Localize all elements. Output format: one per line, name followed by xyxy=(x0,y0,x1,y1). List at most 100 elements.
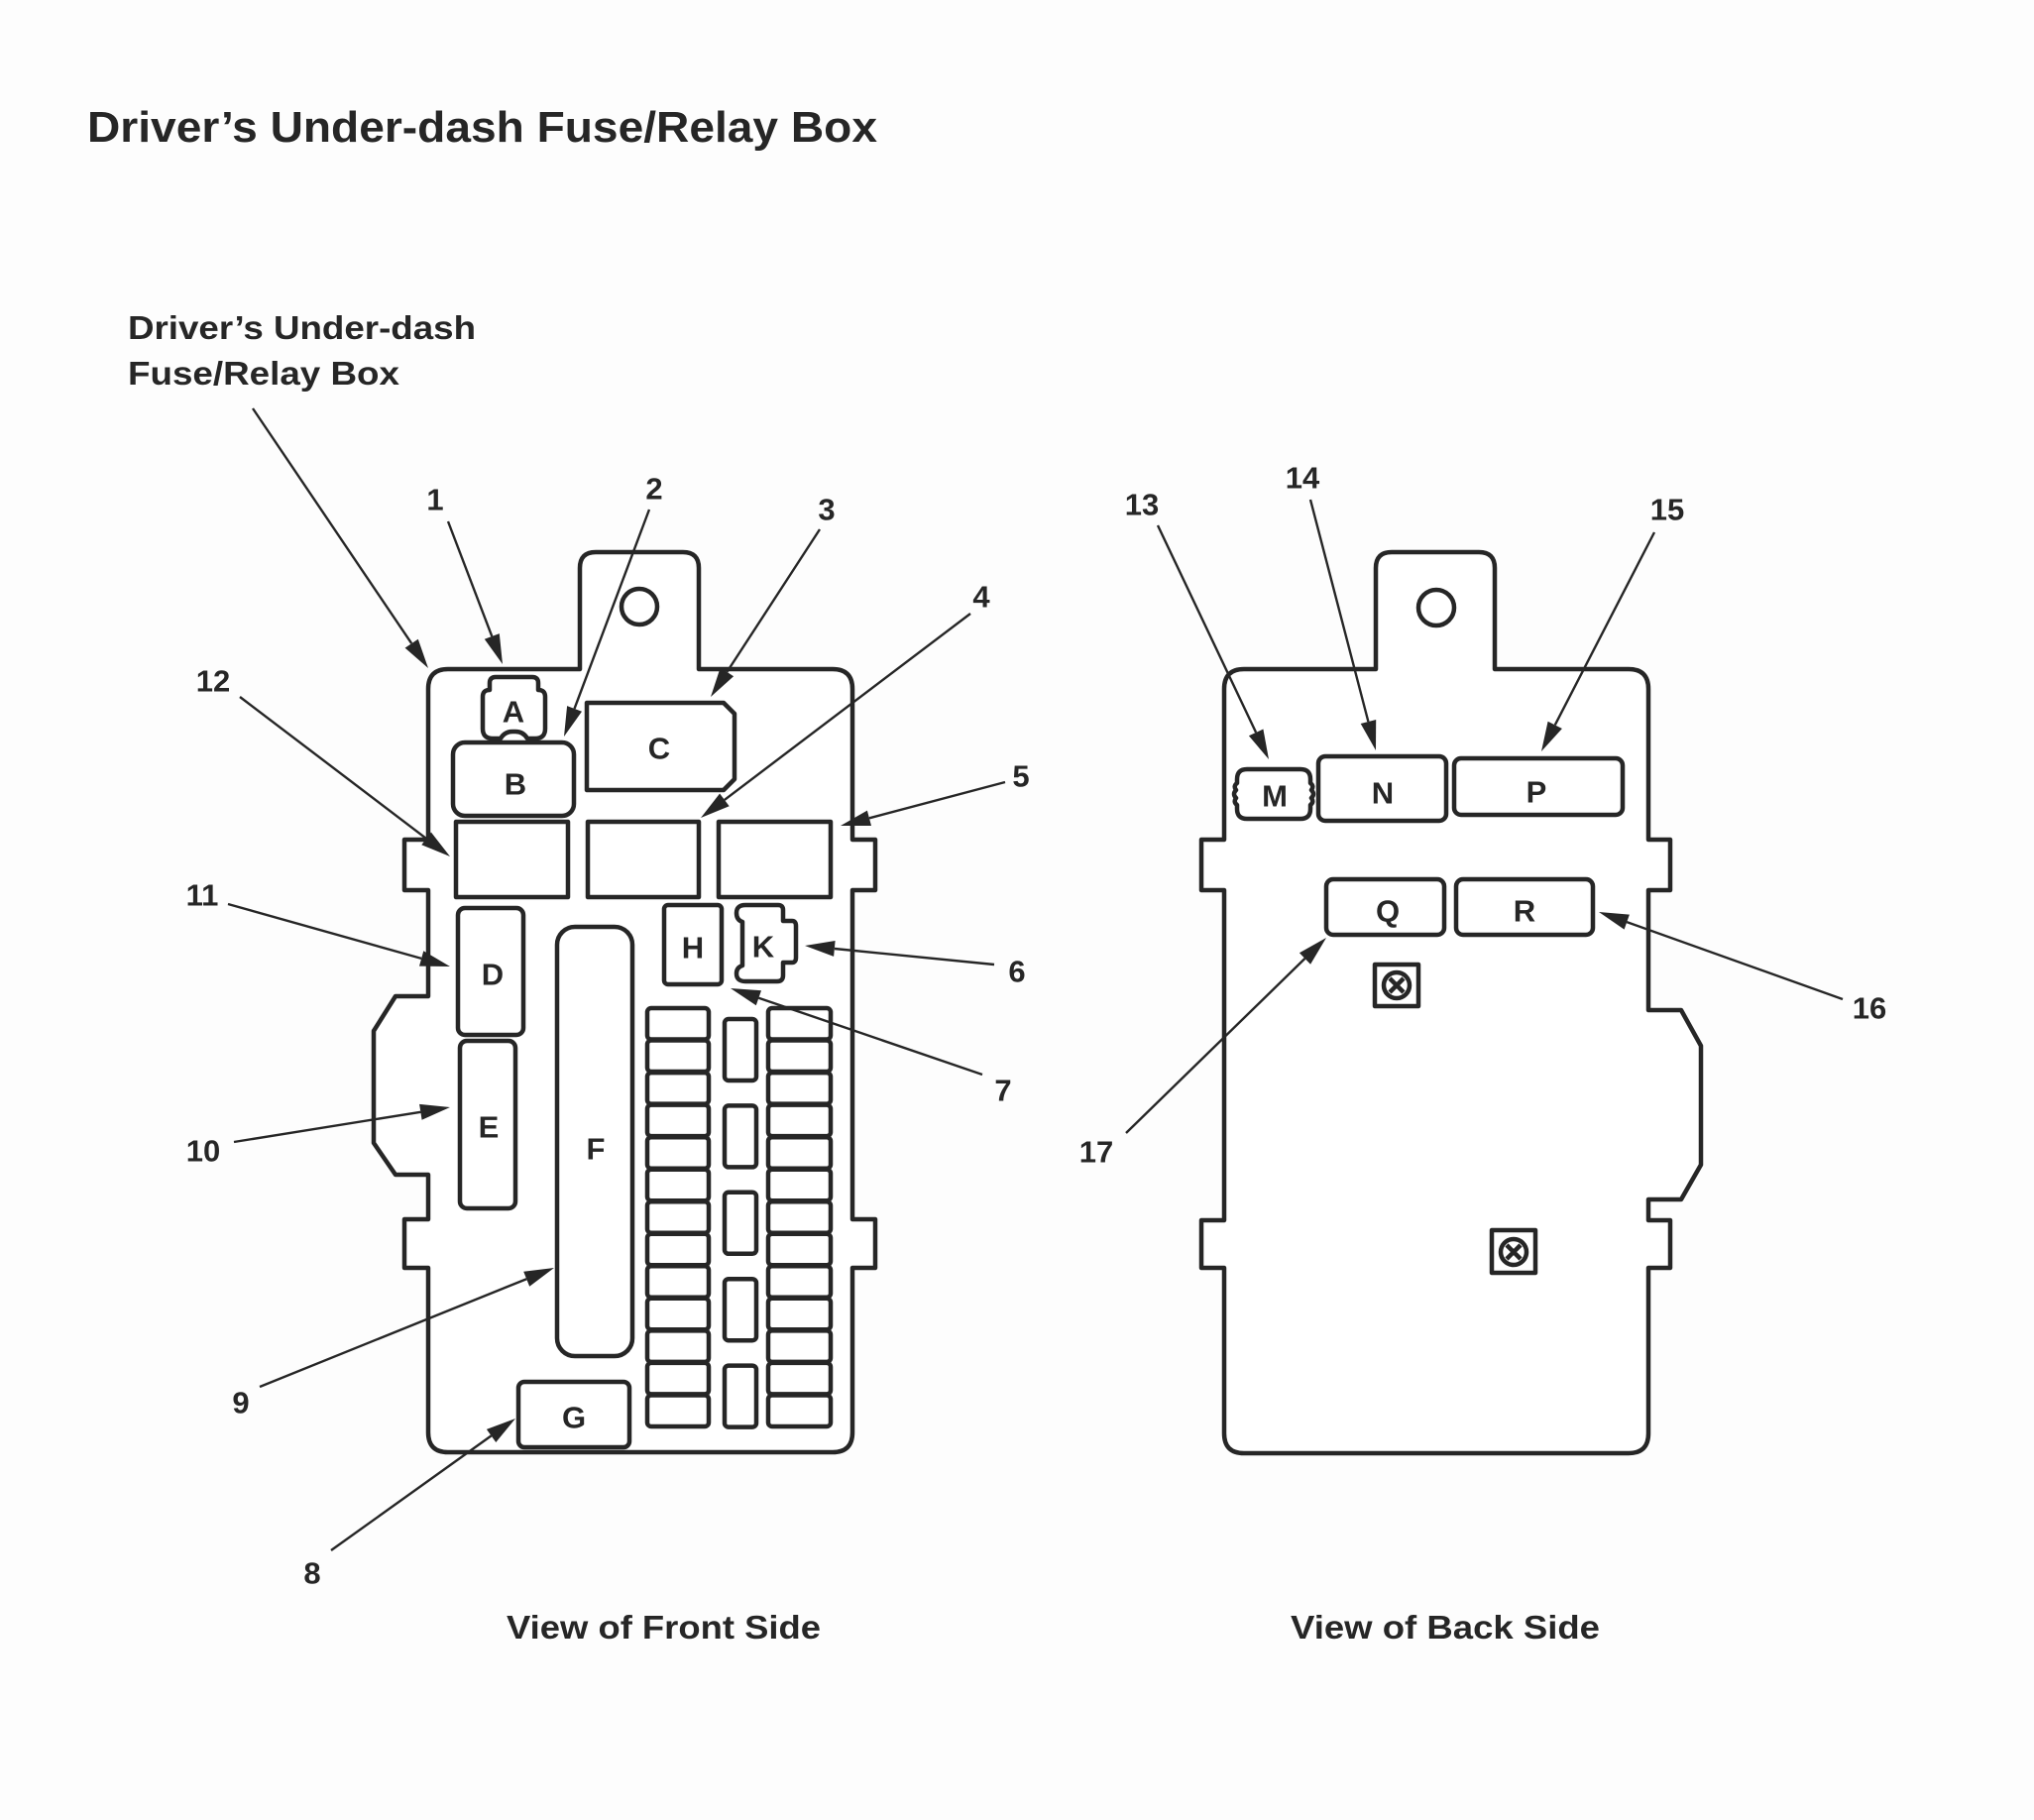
callout-11-arrowhead xyxy=(419,951,450,967)
callout-17-leader-line xyxy=(1125,958,1306,1134)
component-b-label: B xyxy=(505,767,526,802)
component-m-label: M xyxy=(1262,779,1288,814)
callout-number-16: 16 xyxy=(1853,991,1886,1026)
fuse-middle-4[interactable] xyxy=(722,1276,759,1343)
callout-11-leader-line xyxy=(227,902,422,961)
callout-4-arrowhead xyxy=(701,793,730,818)
callout-number-6: 6 xyxy=(1008,955,1025,989)
front-side-view: A B C D E F xyxy=(371,549,878,1455)
component-h[interactable]: H xyxy=(661,902,725,987)
callout-7-leader-line xyxy=(758,996,983,1077)
callout-12-leader-line xyxy=(239,696,427,840)
front-side-caption: View of Front Side xyxy=(507,1609,821,1646)
callout-number-14: 14 xyxy=(1286,461,1320,496)
component-c[interactable]: C xyxy=(584,700,737,793)
component-n[interactable]: N xyxy=(1315,753,1449,824)
callout-2-leader-line xyxy=(573,509,651,710)
component-g[interactable]: G xyxy=(515,1379,632,1450)
relay-slot-1[interactable] xyxy=(453,819,571,900)
fuse-right-13[interactable] xyxy=(765,1393,834,1429)
callout-13-arrowhead xyxy=(1248,729,1269,759)
callout-7-arrowhead xyxy=(731,988,761,1006)
callout-box-arrowhead xyxy=(404,638,428,668)
screw-1 xyxy=(1372,962,1421,1009)
callout-8-arrowhead xyxy=(486,1419,515,1442)
component-q-label: Q xyxy=(1376,894,1400,929)
component-m[interactable]: M xyxy=(1231,766,1316,822)
callout-number-3: 3 xyxy=(818,493,835,527)
component-p[interactable]: P xyxy=(1451,755,1626,818)
callout-number-12: 12 xyxy=(196,664,230,699)
callout-number-13: 13 xyxy=(1125,488,1159,522)
component-c-label: C xyxy=(648,732,670,766)
callout-5-arrowhead xyxy=(841,810,871,826)
screw-icon xyxy=(1498,1236,1529,1268)
fuse-middle-2[interactable] xyxy=(722,1103,759,1170)
component-q[interactable]: Q xyxy=(1323,876,1447,938)
callout-number-2: 2 xyxy=(645,472,662,507)
callout-1-leader-line xyxy=(446,520,494,637)
callout-15-leader-line xyxy=(1553,531,1656,726)
callout-box-leader-line xyxy=(252,407,413,644)
callout-number-4: 4 xyxy=(972,580,990,615)
component-f-label: F xyxy=(587,1132,606,1167)
callout-number-1: 1 xyxy=(426,483,443,517)
component-a-label: A xyxy=(503,695,524,730)
callout-10-leader-line xyxy=(233,1110,421,1144)
callout-number-10: 10 xyxy=(186,1134,220,1169)
relay-slot-3[interactable] xyxy=(716,819,834,900)
callout-4-leader-line xyxy=(724,613,971,801)
callout-2-arrowhead xyxy=(564,706,582,737)
component-p-label: P xyxy=(1526,775,1547,810)
back-side-caption: View of Back Side xyxy=(1291,1609,1600,1646)
callout-12-arrowhead xyxy=(421,832,450,856)
mounting-hole xyxy=(619,586,660,627)
fuse-left-13[interactable] xyxy=(644,1393,712,1429)
callout-number-5: 5 xyxy=(1012,759,1029,794)
page-title: Driver’s Under-dash Fuse/Relay Box xyxy=(87,103,878,152)
callout-14-arrowhead xyxy=(1360,720,1377,750)
callout-number-9: 9 xyxy=(232,1386,249,1421)
component-k[interactable]: K xyxy=(734,902,799,984)
callout-number-15: 15 xyxy=(1650,493,1684,527)
back-box-outline xyxy=(1198,549,1704,1456)
component-g-label: G xyxy=(562,1401,586,1435)
mounting-hole xyxy=(1415,587,1457,628)
callout-6-arrowhead xyxy=(805,941,836,957)
fuse-middle-1[interactable] xyxy=(722,1016,759,1083)
callout-5-leader-line xyxy=(868,780,1006,820)
component-f[interactable]: F xyxy=(554,924,635,1359)
callout-10-arrowhead xyxy=(419,1103,450,1120)
fuse-middle-3[interactable] xyxy=(722,1190,759,1257)
back-side-view: M N P Q R xyxy=(1198,549,1704,1456)
callout-13-leader-line xyxy=(1156,524,1258,734)
component-d[interactable]: D xyxy=(455,905,526,1038)
component-r[interactable]: R xyxy=(1453,876,1596,938)
relay-slot-2[interactable] xyxy=(585,819,702,900)
callout-number-8: 8 xyxy=(303,1556,320,1591)
callout-number-7: 7 xyxy=(994,1074,1011,1108)
callout-16-arrowhead xyxy=(1599,912,1630,930)
component-d-label: D xyxy=(482,958,504,992)
callout-label-line1: Driver’s Under-dash xyxy=(128,309,476,346)
screw-2 xyxy=(1489,1227,1538,1276)
callout-1-arrowhead xyxy=(484,633,503,664)
component-r-label: R xyxy=(1514,894,1535,929)
callout-3-leader-line xyxy=(726,528,822,673)
callout-9-leader-line xyxy=(259,1278,527,1389)
callout-9-arrowhead xyxy=(523,1268,554,1287)
component-b[interactable]: B xyxy=(450,739,577,819)
component-e-label: E xyxy=(479,1110,500,1145)
callout-14-leader-line xyxy=(1308,499,1370,723)
component-h-label: H xyxy=(682,931,704,966)
front-box-outline xyxy=(371,549,878,1455)
fuse-middle-5[interactable] xyxy=(722,1363,759,1429)
component-a[interactable]: A xyxy=(480,674,548,741)
component-e[interactable]: E xyxy=(457,1038,518,1211)
callout-17-arrowhead xyxy=(1299,938,1326,965)
callout-8-leader-line xyxy=(330,1434,493,1551)
callout-16-leader-line xyxy=(1626,920,1844,1001)
callout-15-arrowhead xyxy=(1541,721,1562,751)
